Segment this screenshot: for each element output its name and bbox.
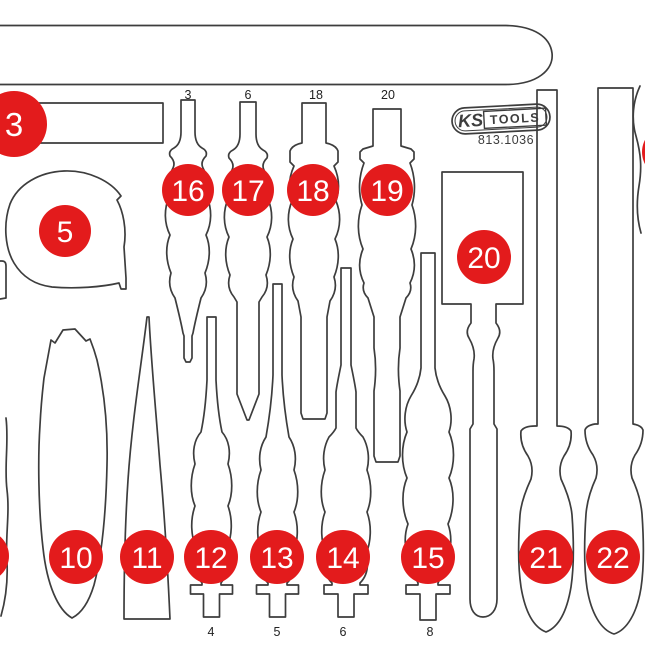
size-label-bottom: 8 <box>427 625 434 639</box>
marker-number: 15 <box>411 542 444 575</box>
marker-number: 5 <box>57 216 74 249</box>
marker-number: 14 <box>326 542 359 575</box>
marker-tool-5: 5 <box>39 205 91 257</box>
punch-17-outline <box>223 101 273 421</box>
marker-circle <box>361 164 413 216</box>
logo-pill-outer <box>451 103 551 135</box>
marker-tool-15: 15 <box>401 530 455 584</box>
marker-tool-14: 14 <box>316 530 370 584</box>
marker-circle <box>250 530 304 584</box>
screwdriver-22-outline <box>583 87 645 635</box>
marker-circle <box>222 164 274 216</box>
marker-tool-18: 18 <box>287 164 339 216</box>
marker-number: 22 <box>596 542 629 575</box>
marker-circle <box>586 530 640 584</box>
marker-circle <box>0 91 47 157</box>
marker-number: 3 <box>5 106 23 143</box>
marker-number: 19 <box>370 175 403 208</box>
marker-number: 17 <box>231 175 264 208</box>
marker-circle-partial-left <box>0 536 9 576</box>
marker-number: 13 <box>260 542 293 575</box>
punch-16-outline <box>164 99 212 363</box>
size-label-top: 6 <box>245 88 252 102</box>
marker-tool-16: 16 <box>162 164 214 216</box>
punch-18-outline <box>287 102 341 420</box>
marker-number: 10 <box>59 542 92 575</box>
size-label-top: 3 <box>185 88 192 102</box>
marker-number: 21 <box>529 542 562 575</box>
tool-number-markers: 3 5 16 17 18 19 <box>0 91 645 584</box>
marker-tool-21: 21 <box>519 530 573 584</box>
marker-tool-10: 10 <box>49 530 103 584</box>
partial-tool-left-top-outline <box>0 260 7 300</box>
marker-tool-3: 3 <box>0 91 47 157</box>
size-labels-top: 3 6 18 20 <box>185 88 395 102</box>
punch-14-outline <box>320 267 372 618</box>
partial-tool-right-outline <box>632 85 642 234</box>
marker-circle <box>162 164 214 216</box>
marker-tool-20: 20 <box>457 230 511 284</box>
logo-pill-inner <box>454 106 548 132</box>
marker-tool-17: 17 <box>222 164 274 216</box>
logo-ks-text: KS <box>458 110 484 131</box>
size-label-bottom: 5 <box>274 625 281 639</box>
marker-number: 12 <box>194 542 227 575</box>
marker-number: 16 <box>171 175 204 208</box>
size-label-top: 20 <box>381 88 395 102</box>
marker-circle <box>184 530 238 584</box>
marker-number: 20 <box>467 242 500 275</box>
marker-circle <box>519 530 573 584</box>
scraper-20-outline <box>441 171 524 618</box>
marker-circle <box>287 164 339 216</box>
marker-tool-12: 12 <box>184 530 238 584</box>
marker-circle <box>316 530 370 584</box>
marker-tool-19: 19 <box>361 164 413 216</box>
marker-circle <box>457 230 511 284</box>
marker-number: 11 <box>131 542 162 575</box>
marker-circle <box>401 530 455 584</box>
marker-number: 18 <box>296 175 329 208</box>
part-number-text: 813.1036 <box>478 133 534 147</box>
marker-tool-13: 13 <box>250 530 304 584</box>
size-label-bottom: 6 <box>340 625 347 639</box>
punch-15-outline <box>401 252 455 621</box>
flat-blade-outline <box>34 102 164 144</box>
pry-bar-outline <box>0 24 553 86</box>
marker-tool-22: 22 <box>586 530 640 584</box>
logo-tools-box <box>482 107 548 130</box>
marker-circle <box>39 205 91 257</box>
marker-circle <box>120 530 174 584</box>
size-labels-bottom: 4 5 6 8 <box>208 625 434 639</box>
marker-tool-11: 11 <box>120 530 174 584</box>
partial-tool-left-handle-outline <box>0 417 9 617</box>
marker-circle-partial-right <box>642 139 645 165</box>
marker-circle <box>49 530 103 584</box>
size-label-top: 18 <box>309 88 323 102</box>
logo-tools-text: TOOLS <box>490 110 541 127</box>
size-label-bottom: 4 <box>208 625 215 639</box>
brand-logo: KS TOOLS <box>451 103 551 135</box>
screwdriver-21-outline <box>517 89 575 633</box>
